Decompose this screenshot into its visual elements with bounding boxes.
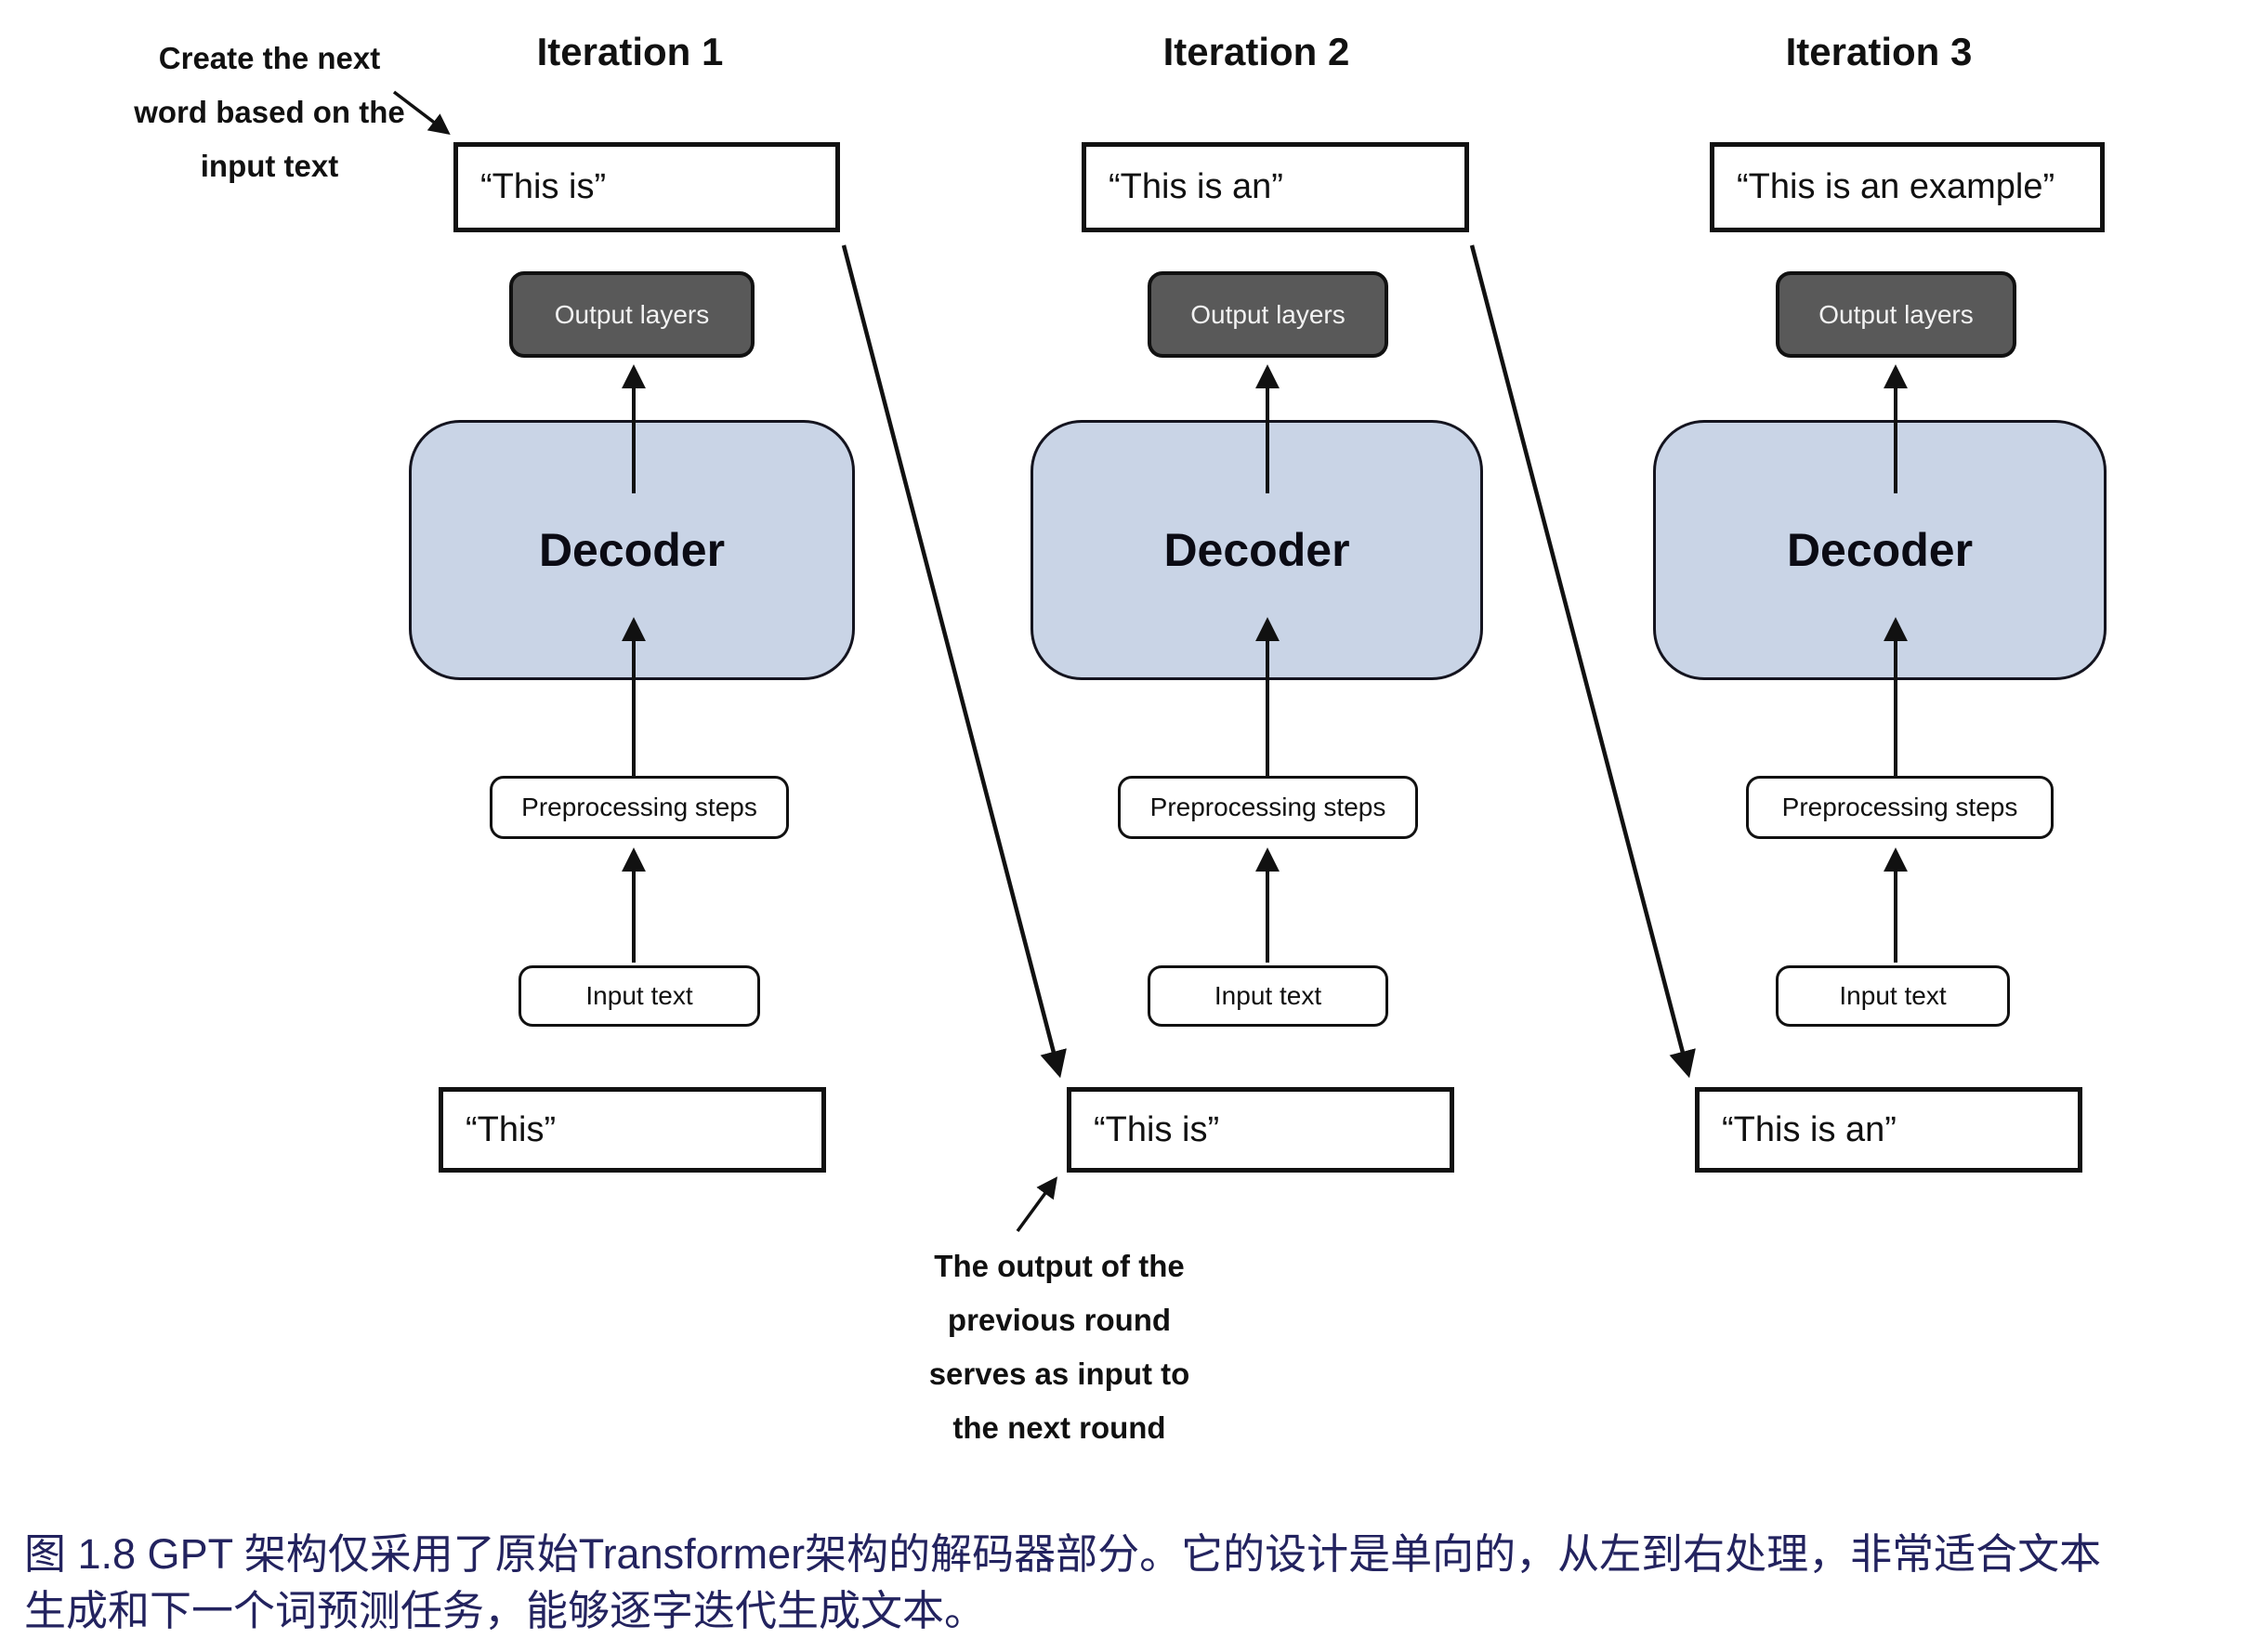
input-text-box-2: Input text (1148, 965, 1388, 1027)
output-layers-box-3: Output layers (1776, 271, 2016, 358)
caption-line-1: 图 1.8 GPT 架构仅采用了原始Transformer架构的解码器部分。它的… (24, 1530, 2102, 1578)
generated-text-1: “This is” (480, 167, 607, 206)
arrow-output2-to-input3 (1469, 244, 1696, 1079)
iteration-title-2: Iteration 2 (1162, 30, 1350, 73)
decoder-box-3: Decoder (1653, 420, 2107, 680)
annotation-create-next: Create the next word based on the input … (107, 32, 432, 193)
preprocessing-steps-box-1: Preprocessing steps (490, 776, 789, 839)
input-string-2: “This is” (1094, 1109, 1220, 1149)
generated-text-box-3: “This is an example” (1710, 142, 2105, 232)
generated-text-box-2: “This is an” (1082, 142, 1469, 232)
annotation-line: The output of the (934, 1249, 1185, 1283)
generated-text-3: “This is an example” (1737, 167, 2055, 206)
caption-line-2: 生成和下一个词预测任务，能够逐字迭代生成文本。 (24, 1587, 987, 1634)
output-layers-box-1: Output layers (509, 271, 755, 358)
input-string-box-1: “This” (439, 1087, 826, 1173)
annotation-line: serves as input to (928, 1357, 1190, 1391)
annotation-line: the next round (952, 1410, 1166, 1445)
arrow-output1-to-input2 (841, 244, 1067, 1079)
iteration-title-3: Iteration 3 (1785, 30, 1973, 73)
input-string-1: “This” (466, 1109, 557, 1149)
input-text-box-1: Input text (519, 965, 760, 1027)
iteration-title-1: Iteration 1 (536, 30, 724, 73)
arrow-annotation-output-feedback (1016, 1176, 1058, 1233)
input-string-3: “This is an” (1722, 1109, 1897, 1149)
input-string-box-3: “This is an” (1695, 1087, 2082, 1173)
annotation-line: Create the next (158, 41, 381, 75)
input-text-box-3: Input text (1776, 965, 2010, 1027)
generated-text-box-1: “This is” (453, 142, 840, 232)
output-layers-box-2: Output layers (1148, 271, 1388, 358)
generated-text-2: “This is an” (1109, 167, 1283, 206)
input-string-box-2: “This is” (1067, 1087, 1454, 1173)
annotation-output-feedback: The output of the previous round serves … (883, 1239, 1236, 1455)
preprocessing-steps-box-3: Preprocessing steps (1746, 776, 2054, 839)
arrow-annotation-create-next (392, 90, 451, 136)
figure-caption: 图 1.8 GPT 架构仅采用了原始Transformer架构的解码器部分。它的… (24, 1526, 2251, 1639)
annotation-line: input text (200, 149, 339, 183)
preprocessing-steps-box-2: Preprocessing steps (1118, 776, 1418, 839)
annotation-line: word based on the (134, 95, 405, 129)
annotation-line: previous round (947, 1303, 1172, 1337)
